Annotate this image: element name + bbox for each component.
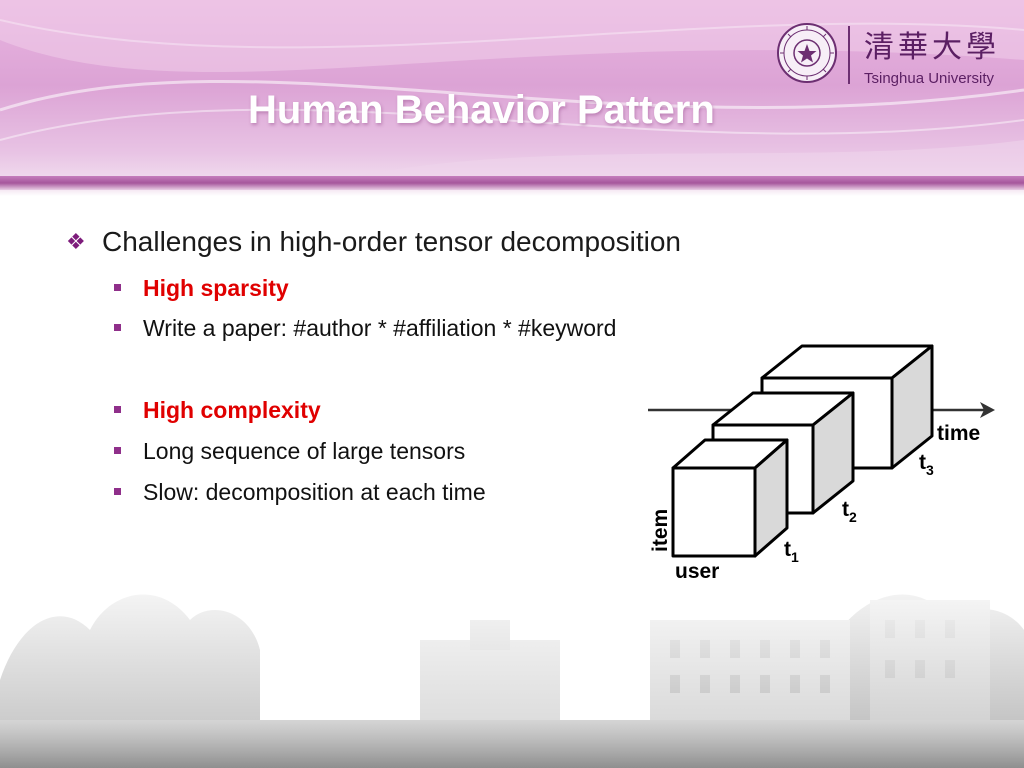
square-bullet-icon	[114, 324, 121, 331]
bullet-level1: ❖ Challenges in high-order tensor decompo…	[66, 226, 681, 258]
square-bullet-icon	[114, 284, 121, 291]
time-label: time	[937, 422, 980, 445]
square-bullet-icon	[114, 406, 121, 413]
diamond-bullet-icon: ❖	[66, 229, 86, 254]
slide-title: Human Behavior Pattern	[248, 88, 715, 132]
header-divider-fade	[0, 190, 1024, 196]
seal-icon	[777, 23, 837, 83]
square-bullet-icon	[114, 488, 121, 495]
logo-english-name: Tsinghua University	[864, 70, 995, 87]
campus-photo-background	[0, 560, 1024, 768]
bullet-text: Slow: decomposition at each time	[143, 479, 486, 505]
t2-label: t2	[842, 498, 857, 525]
bullet-level2: Long sequence of large tensors	[114, 438, 465, 465]
bullet-text: Long sequence of large tensors	[143, 438, 466, 464]
bullet-level2: High sparsity	[114, 275, 289, 302]
bullet-text: Challenges in high-order tensor decompos…	[102, 226, 682, 257]
user-axis-label: user	[675, 560, 719, 583]
square-bullet-icon	[114, 447, 121, 454]
bullet-level2: Write a paper: #author * #affiliation * …	[114, 315, 616, 342]
t3-label: t3	[919, 451, 934, 478]
bullet-text-emphasis: High complexity	[143, 397, 321, 423]
bullet-level2: High complexity	[114, 397, 321, 424]
logo-separator	[848, 26, 850, 84]
t1-label: t1	[784, 538, 799, 565]
university-logo: 清華大學 Tsinghua University	[776, 22, 996, 92]
tensor-sequence-diagram: time t3 t2 t1 item user	[648, 344, 995, 583]
logo-chinese-name: 清華大學	[864, 30, 1000, 65]
header-divider	[0, 176, 1024, 190]
header-band	[0, 0, 1024, 190]
bullet-text: Write a paper: #author * #affiliation * …	[143, 315, 617, 341]
bullet-text-emphasis: High sparsity	[143, 275, 289, 301]
item-axis-label: item	[649, 509, 672, 552]
tensor-cube-t1	[671, 438, 789, 558]
arrow-head-icon	[980, 402, 995, 418]
bullet-level2: Slow: decomposition at each time	[114, 479, 486, 506]
